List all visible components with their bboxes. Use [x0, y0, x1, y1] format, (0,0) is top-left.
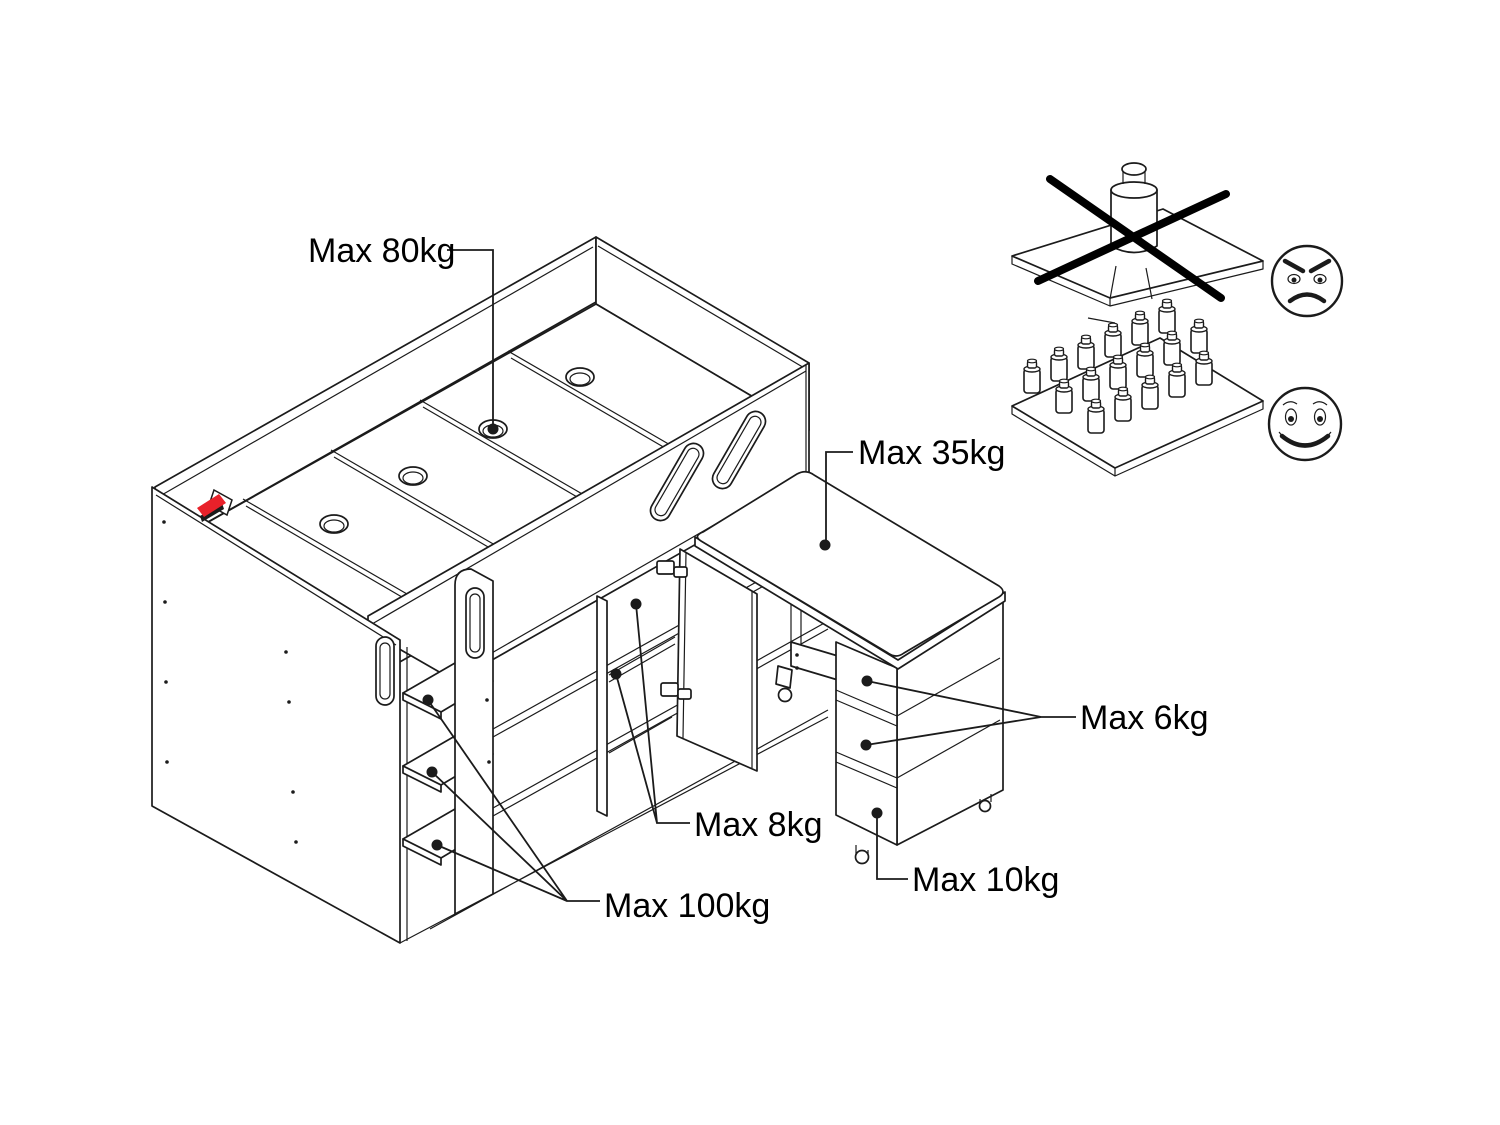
max-10kg-label: Max 10kg: [912, 861, 1059, 899]
rail-cutout: [649, 442, 705, 522]
vent-hole: [565, 367, 595, 387]
door-hinge: [660, 682, 692, 700]
warning-distributed-load: [1011, 298, 1343, 477]
grip-handle: [465, 587, 485, 659]
left-side-panel: [151, 486, 401, 944]
bed-top-point: [487, 423, 499, 435]
desk-top-point: [819, 539, 831, 551]
max-35kg-label: Max 35kg: [858, 434, 1005, 472]
weight-labels: Max 80kg Max 35kg Max 6kg Max 8kg Max 10…: [308, 232, 1209, 925]
angry-face-icon: [1270, 244, 1344, 318]
bed-platform: [154, 303, 810, 681]
max-8kg-label: Max 8kg: [694, 806, 823, 844]
desk-support-bracket: [775, 480, 839, 703]
cross-out-icon: [1034, 175, 1230, 302]
pedestal-base-point: [871, 807, 883, 819]
grip-handle: [375, 636, 395, 706]
point-load-crossed-icon: [1011, 162, 1264, 324]
folding-caster: [775, 665, 793, 703]
desk-unit: [694, 470, 1006, 865]
front-partition: [454, 568, 494, 915]
red-warning-sticker: [197, 488, 233, 522]
leader-lines: [427, 249, 1076, 902]
smiley-face-icon: [1267, 386, 1343, 462]
mobile-pedestal: [835, 599, 1004, 865]
desk-top: [694, 470, 1006, 670]
vent-hole: [319, 514, 349, 534]
rail-cutout: [711, 410, 767, 490]
door-hinge: [656, 560, 688, 578]
max-80kg-label: Max 80kg: [308, 232, 455, 270]
vent-hole: [398, 466, 428, 486]
loft-bed: [151, 236, 829, 944]
cabinet-door: [656, 548, 758, 772]
max-100kg-label: Max 100kg: [604, 887, 770, 925]
distributed-load-icon: [1011, 298, 1264, 477]
max-6kg-label: Max 6kg: [1080, 699, 1209, 737]
pedestal-caster: [978, 794, 992, 813]
warning-no-point-load: [1011, 162, 1344, 324]
pedestal-caster: [854, 845, 870, 865]
